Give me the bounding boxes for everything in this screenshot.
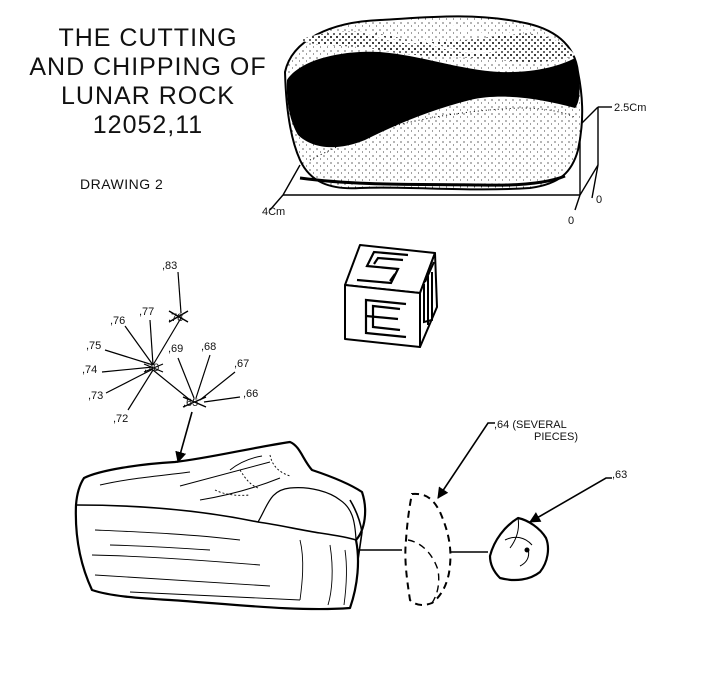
arrow-63 <box>530 478 612 522</box>
piece-63-label: ,63 <box>612 469 627 481</box>
piece-63 <box>490 518 548 580</box>
piece-64-sublabel: PIECES) <box>534 431 578 443</box>
split-label-69: ,69 <box>168 343 183 355</box>
split-label-70: ,70 <box>144 362 159 374</box>
split-label-68: ,68 <box>201 341 216 353</box>
split-arrow <box>178 412 192 462</box>
scale-height-label: 2.5Cm <box>614 102 646 114</box>
lunar-rock-cut <box>76 442 365 609</box>
split-genealogy <box>102 272 240 410</box>
split-label-78: ,78 <box>168 312 183 324</box>
split-label-73: ,73 <box>88 390 103 402</box>
split-label-67: ,67 <box>234 358 249 370</box>
split-label-76: ,76 <box>110 315 125 327</box>
piece-64-dashed <box>405 494 450 605</box>
split-label-74: ,74 <box>82 364 97 376</box>
split-label-66: ,66 <box>243 388 258 400</box>
split-label-77: ,77 <box>139 306 154 318</box>
lunar-rock-top <box>285 16 582 189</box>
split-label-83: ,83 <box>162 260 177 272</box>
scale-width-label: 4Cm <box>262 206 285 218</box>
arrow-64 <box>438 423 495 498</box>
split-label-72: ,72 <box>113 413 128 425</box>
scale-origin-label-b: 0 <box>568 215 574 227</box>
piece-64-label: ,64 (SEVERAL <box>494 419 567 431</box>
split-label-75: ,75 <box>86 340 101 352</box>
scale-origin-label-a: 0 <box>596 194 602 206</box>
split-label-65: ,65 <box>183 397 198 409</box>
